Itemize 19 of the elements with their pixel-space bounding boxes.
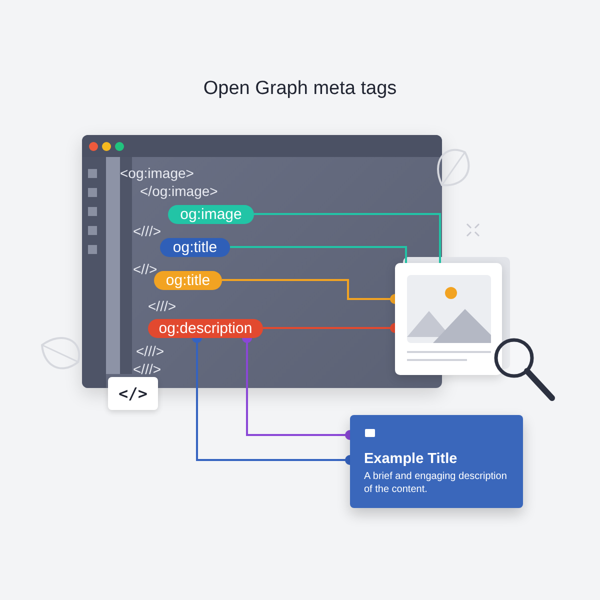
- card-title: Example Title: [364, 451, 458, 467]
- tag-pill: og:image: [168, 205, 254, 224]
- diagram-title: Open Graph meta tags: [202, 78, 398, 100]
- code-editor-window: [82, 135, 442, 388]
- code-line: <///>: [133, 361, 162, 377]
- tag-pill: og:description: [148, 319, 263, 338]
- connector-line: [254, 213, 441, 263]
- code-line: </og:image>: [140, 183, 218, 199]
- social-share-card: [350, 415, 523, 508]
- card-description: A brief and engaging description of the content.: [364, 470, 508, 496]
- tag-pill: og:title: [160, 238, 230, 257]
- connector-line: [230, 246, 407, 263]
- tag-pill: og:title: [154, 271, 222, 290]
- link-preview-card: [395, 263, 502, 375]
- code-line: <///>: [133, 223, 162, 239]
- code-line: <///>: [148, 298, 176, 314]
- code-line: <///>: [136, 343, 164, 359]
- code-line: <og:image>: [120, 165, 194, 181]
- code-badge: </>: [108, 377, 158, 410]
